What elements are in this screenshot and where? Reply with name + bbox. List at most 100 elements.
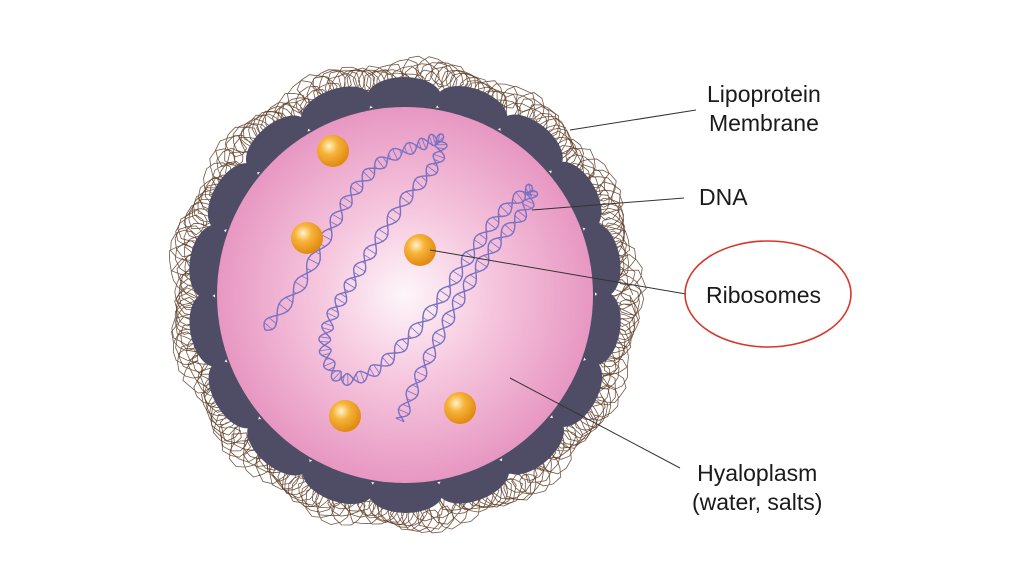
dna-base-pair (485, 229, 489, 232)
dna-base-pair (263, 322, 273, 330)
dna-base-pair (432, 347, 435, 349)
dna-base-pair (515, 191, 524, 202)
dna-base-pair (331, 370, 337, 375)
dna-base-pair (328, 228, 332, 232)
dna-base-pair (306, 267, 312, 272)
dna-base-pair (433, 153, 445, 159)
dna-base-pair (434, 332, 446, 338)
dna-base-pair (460, 266, 463, 269)
dna-base-pair (338, 375, 342, 381)
dna-base-pair (525, 187, 530, 195)
dna-base-pair (414, 144, 417, 149)
dna-base-pair (436, 133, 441, 145)
dna-base-pair (335, 297, 346, 305)
membrane-plate (247, 419, 310, 476)
label-line: Lipoprotein (707, 81, 821, 107)
hyaloplasm-cytoplasm (217, 107, 593, 483)
dna-base-pair (368, 168, 375, 175)
dna-base-pair (524, 199, 535, 205)
dna-base-pair (394, 351, 397, 354)
dna-base-pair (414, 179, 424, 189)
dna-base-pair (319, 336, 331, 339)
dna-base-pair (294, 281, 306, 289)
dna-base-pair (445, 312, 455, 319)
dna-base-pair (473, 239, 484, 247)
dna-base-pair (514, 215, 522, 222)
dna-base-pair (285, 296, 293, 303)
dna-base-pair (426, 165, 438, 174)
dna-base-pair (360, 371, 365, 382)
dna-base-pair (399, 205, 402, 207)
dna-base-pair (489, 241, 501, 249)
dna-strands (263, 133, 539, 423)
dna-base-pair (388, 154, 392, 160)
dna-base-pair (374, 165, 378, 169)
dna-base-pair (329, 220, 338, 226)
dna-base-pair (438, 151, 443, 153)
dna-base-pair (469, 274, 477, 280)
dna-base-pair (326, 312, 338, 319)
dna-base-pair (335, 304, 339, 307)
dna-base-pair (374, 235, 384, 242)
ribosome (404, 234, 436, 266)
dna-base-pair (329, 319, 331, 321)
dna-base-pair (268, 317, 277, 325)
dna-base-pair (483, 255, 490, 260)
dna-base-pair (315, 251, 321, 255)
dna-base-pair (387, 353, 395, 361)
dna-base-pair (373, 244, 377, 246)
dna-base-pair (435, 136, 445, 144)
dna-base-pair (350, 186, 360, 194)
dna-base-pair (354, 264, 366, 272)
dna-base-pair (408, 334, 412, 339)
dna-base-pair (395, 342, 405, 352)
dna-base-pair (527, 191, 537, 193)
dna-base-pair (442, 319, 452, 325)
dna-base-pair (362, 171, 372, 180)
dna-base-pair (487, 248, 494, 254)
dna-base-pair (363, 254, 372, 260)
dna-base-pair (398, 408, 410, 415)
dna-base-pair (406, 398, 412, 401)
dna-base-pair (361, 261, 366, 265)
dna-base-pair (452, 270, 463, 278)
dna-base-pair (426, 141, 429, 143)
dna-base-pair (344, 281, 356, 289)
dna-base-pair (432, 163, 438, 167)
ribosomes-highlight-ellipse (684, 240, 852, 348)
dna-base-pair (522, 203, 533, 209)
membrane-plate (500, 114, 563, 171)
dna-base-pair (369, 367, 375, 377)
dna-base-pair (342, 375, 345, 383)
dna-base-pair (328, 366, 335, 371)
dna-base-pair (339, 210, 342, 213)
dna-backbone (263, 133, 535, 419)
dna-base-pair (293, 290, 297, 294)
dna-base-pair (319, 348, 331, 352)
dna-base-pair (340, 293, 347, 298)
dna-base-pair (342, 196, 353, 204)
dna-base-pair (366, 373, 368, 376)
dna-base-pair (501, 230, 508, 237)
dna-base-pair (400, 196, 410, 204)
dna-base-pair (426, 171, 431, 177)
dna-base-pair (461, 258, 471, 265)
dna-base-pair (463, 288, 467, 292)
dna-base-pair (517, 210, 527, 218)
dna-base-pair (301, 275, 308, 280)
dna-base-pair (399, 149, 402, 155)
leader-line-dna (531, 197, 685, 211)
dna-base-pair (433, 304, 438, 309)
dna-base-pair (417, 322, 423, 328)
dna-base-pair (498, 213, 502, 217)
dna-base-pair (278, 303, 289, 312)
dna-base-pair (353, 271, 360, 277)
label-line: Hyaloplasm (697, 460, 818, 486)
leader-lines (429, 109, 697, 469)
dna-base-pair (475, 268, 480, 272)
dna-base-pair (332, 213, 343, 221)
dna-base-pair (319, 341, 330, 343)
dna-backbone (264, 133, 539, 423)
dna-base-pair (339, 202, 349, 209)
dna-base-pair (456, 293, 466, 300)
